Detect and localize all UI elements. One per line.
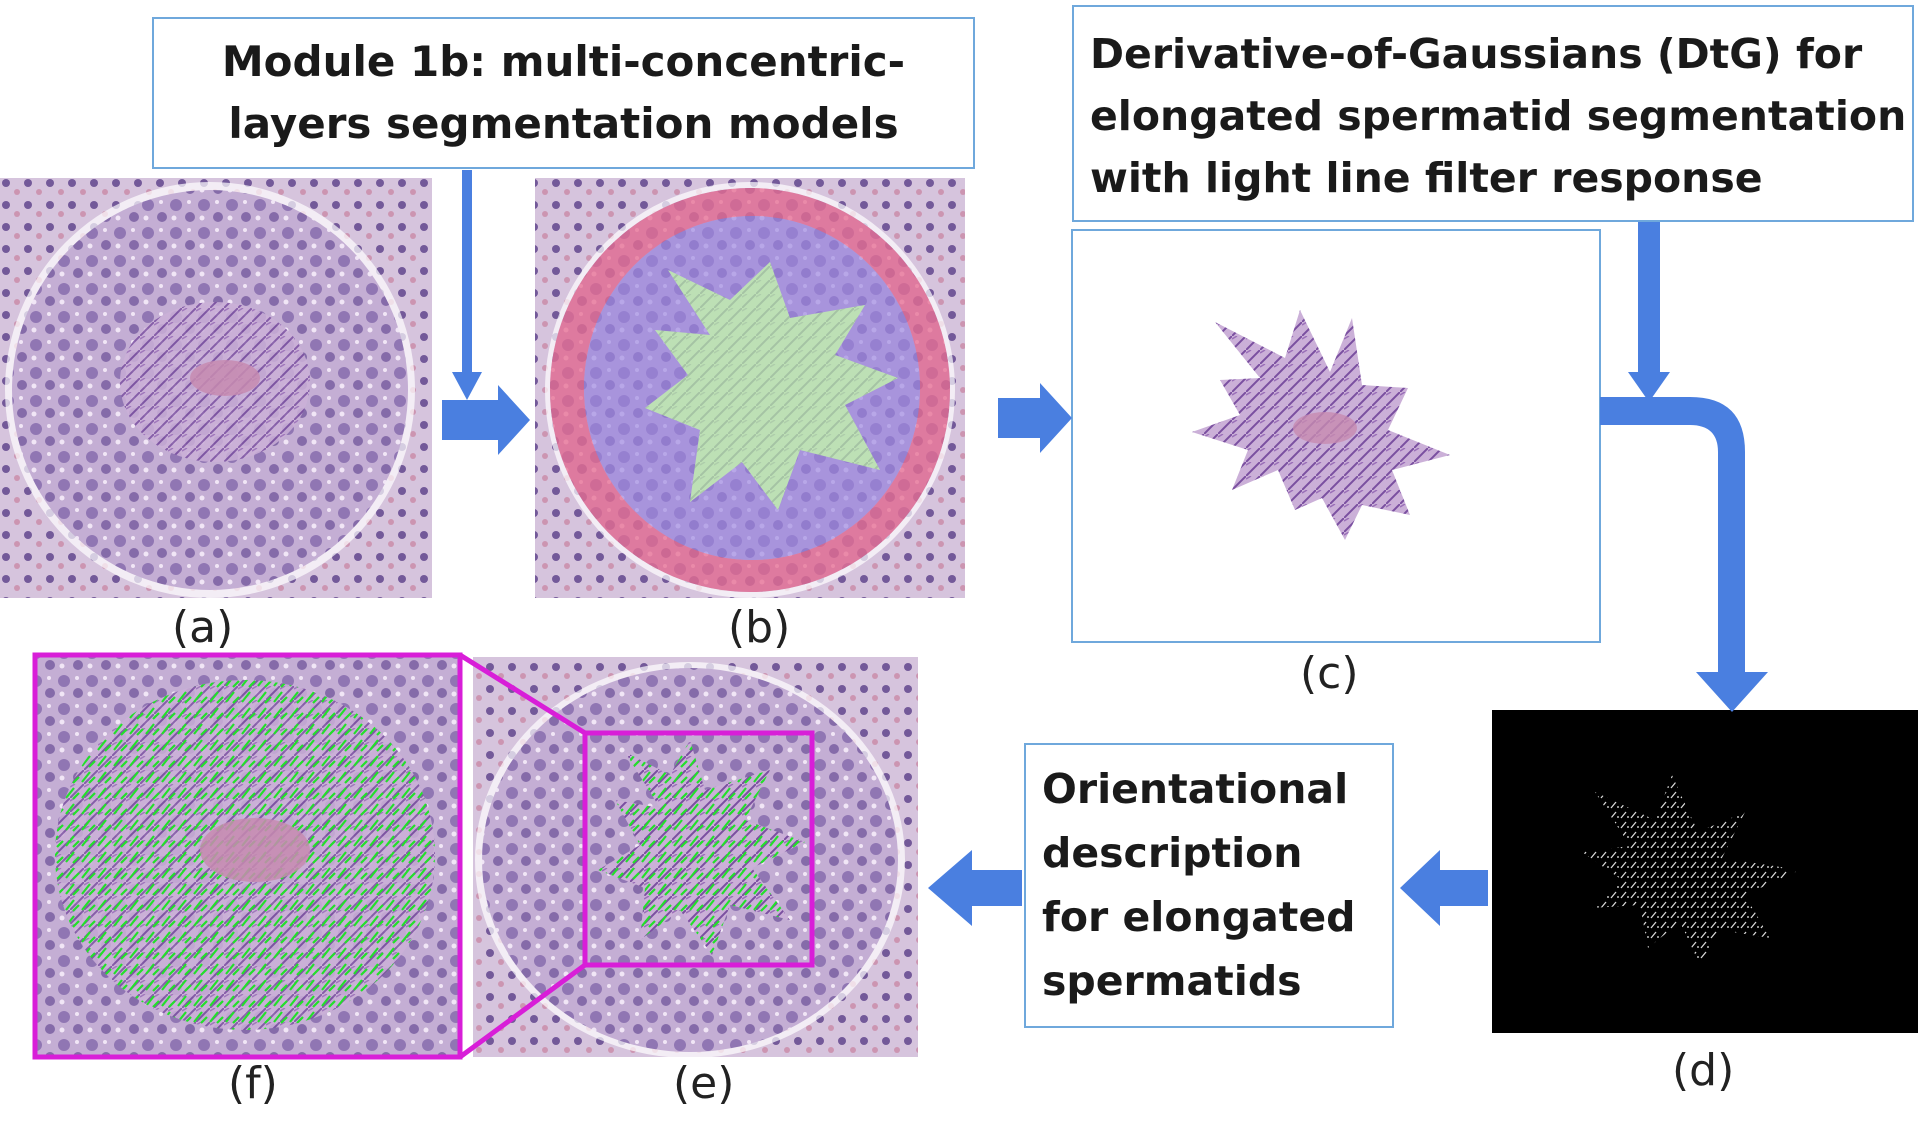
- module-1b-line2: layers segmentation models: [228, 99, 899, 148]
- orientation-line4: spermatids: [1042, 957, 1302, 1005]
- panel-d-image: [1492, 710, 1918, 1033]
- zoom-frame: [32, 652, 463, 1060]
- zoom-region: [582, 730, 815, 968]
- panel-b-image: [535, 178, 965, 598]
- arrow-c-to-d: [1600, 397, 1768, 712]
- caption-e: (e): [673, 1058, 735, 1109]
- panel-f-image: [35, 655, 460, 1057]
- module-down-arrow: [452, 170, 482, 400]
- orientational-description-box: Orientational description for elongated …: [1024, 743, 1394, 1028]
- dtg-box: Derivative-of-Gaussians (DtG) for elonga…: [1072, 5, 1914, 222]
- caption-d: (d): [1672, 1045, 1735, 1096]
- module-1b-line1: Module 1b: multi-concentric-: [221, 37, 906, 86]
- arrow-orientation-to-f: [928, 850, 1022, 926]
- arrow-b-to-c: [998, 383, 1072, 453]
- caption-c: (c): [1300, 648, 1359, 699]
- caption-a: (a): [172, 602, 234, 653]
- orientation-line1: Orientational: [1042, 765, 1349, 813]
- dtg-line3: with light line filter response: [1090, 154, 1763, 202]
- module-1b-box: Module 1b: multi-concentric- layers segm…: [152, 17, 975, 169]
- dtg-line1: Derivative-of-Gaussians (DtG) for: [1090, 30, 1863, 78]
- dtg-line2: elongated spermatid segmentation: [1090, 92, 1907, 140]
- arrow-d-to-orientation: [1400, 850, 1488, 926]
- arrow-a-to-b: [442, 385, 530, 455]
- orientation-line2: description: [1042, 829, 1303, 877]
- panel-a-image: [0, 178, 432, 598]
- dtg-down-arrow: [1628, 222, 1670, 402]
- orientation-line3: for elongated: [1042, 893, 1356, 941]
- zoom-line-bottom: [458, 962, 587, 1060]
- zoom-line-top: [458, 652, 587, 736]
- panel-c-image: [1071, 229, 1601, 643]
- caption-f: (f): [228, 1058, 278, 1109]
- caption-b: (b): [728, 602, 791, 653]
